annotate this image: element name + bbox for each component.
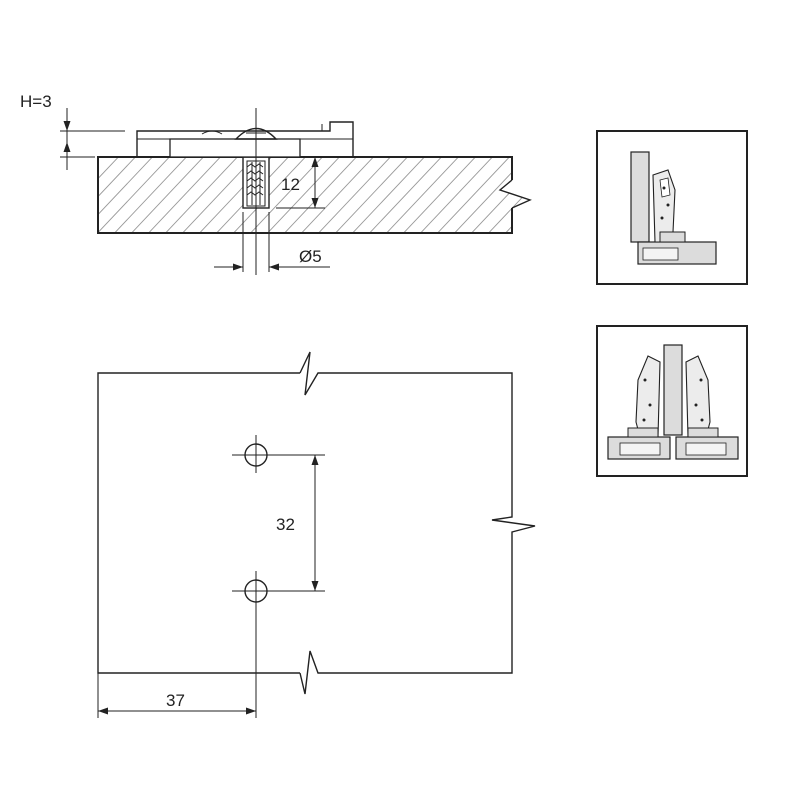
section-view: H=3 12 Ø5 — [20, 92, 532, 275]
hatch-line — [464, 157, 530, 233]
upper-hole — [232, 435, 295, 473]
mounting-plate — [136, 121, 354, 158]
hatch-line — [98, 157, 143, 233]
hatch-line — [277, 157, 364, 233]
spacing-dimension: 32 — [276, 454, 325, 591]
hatch-line — [158, 157, 245, 233]
board-section — [97, 156, 532, 234]
hatch-line — [294, 157, 381, 233]
hatch-line — [98, 157, 177, 233]
diameter-dimension: Ø5 — [214, 212, 330, 272]
board-break-line — [498, 179, 532, 209]
hatch-line — [107, 157, 194, 233]
double-hinge-icon — [596, 325, 748, 477]
hatch-line — [328, 157, 415, 233]
lower-hole — [232, 571, 325, 718]
board-hatching — [98, 157, 530, 233]
depth-dimension: 12 — [276, 156, 325, 209]
hatch-line — [447, 157, 530, 233]
hatch-line — [362, 157, 449, 233]
board-outline — [97, 156, 513, 234]
hatch-line — [260, 157, 347, 233]
hatch-line — [481, 157, 530, 233]
hatch-line — [98, 157, 160, 233]
spacing-label: 32 — [276, 515, 295, 534]
hatch-line — [413, 157, 500, 233]
edge-distance-label: 37 — [166, 691, 185, 710]
edge-distance-dimension: 37 — [97, 673, 256, 718]
hatch-line — [515, 157, 530, 233]
hatch-line — [98, 157, 126, 233]
hatch-line — [379, 157, 466, 233]
h-dimension: H=3 — [20, 92, 125, 170]
h-label: H=3 — [20, 92, 52, 111]
single-hinge-icon — [596, 130, 748, 285]
hatch-line — [396, 157, 483, 233]
hatch-line — [124, 157, 211, 233]
hatch-line — [430, 157, 517, 233]
diameter-label: Ø5 — [299, 247, 322, 266]
plan-view: 32 37 — [97, 351, 536, 718]
hatch-line — [345, 157, 432, 233]
hatch-line — [311, 157, 398, 233]
panel-outline — [97, 351, 536, 695]
hatch-line — [141, 157, 228, 233]
depth-label: 12 — [281, 175, 300, 194]
